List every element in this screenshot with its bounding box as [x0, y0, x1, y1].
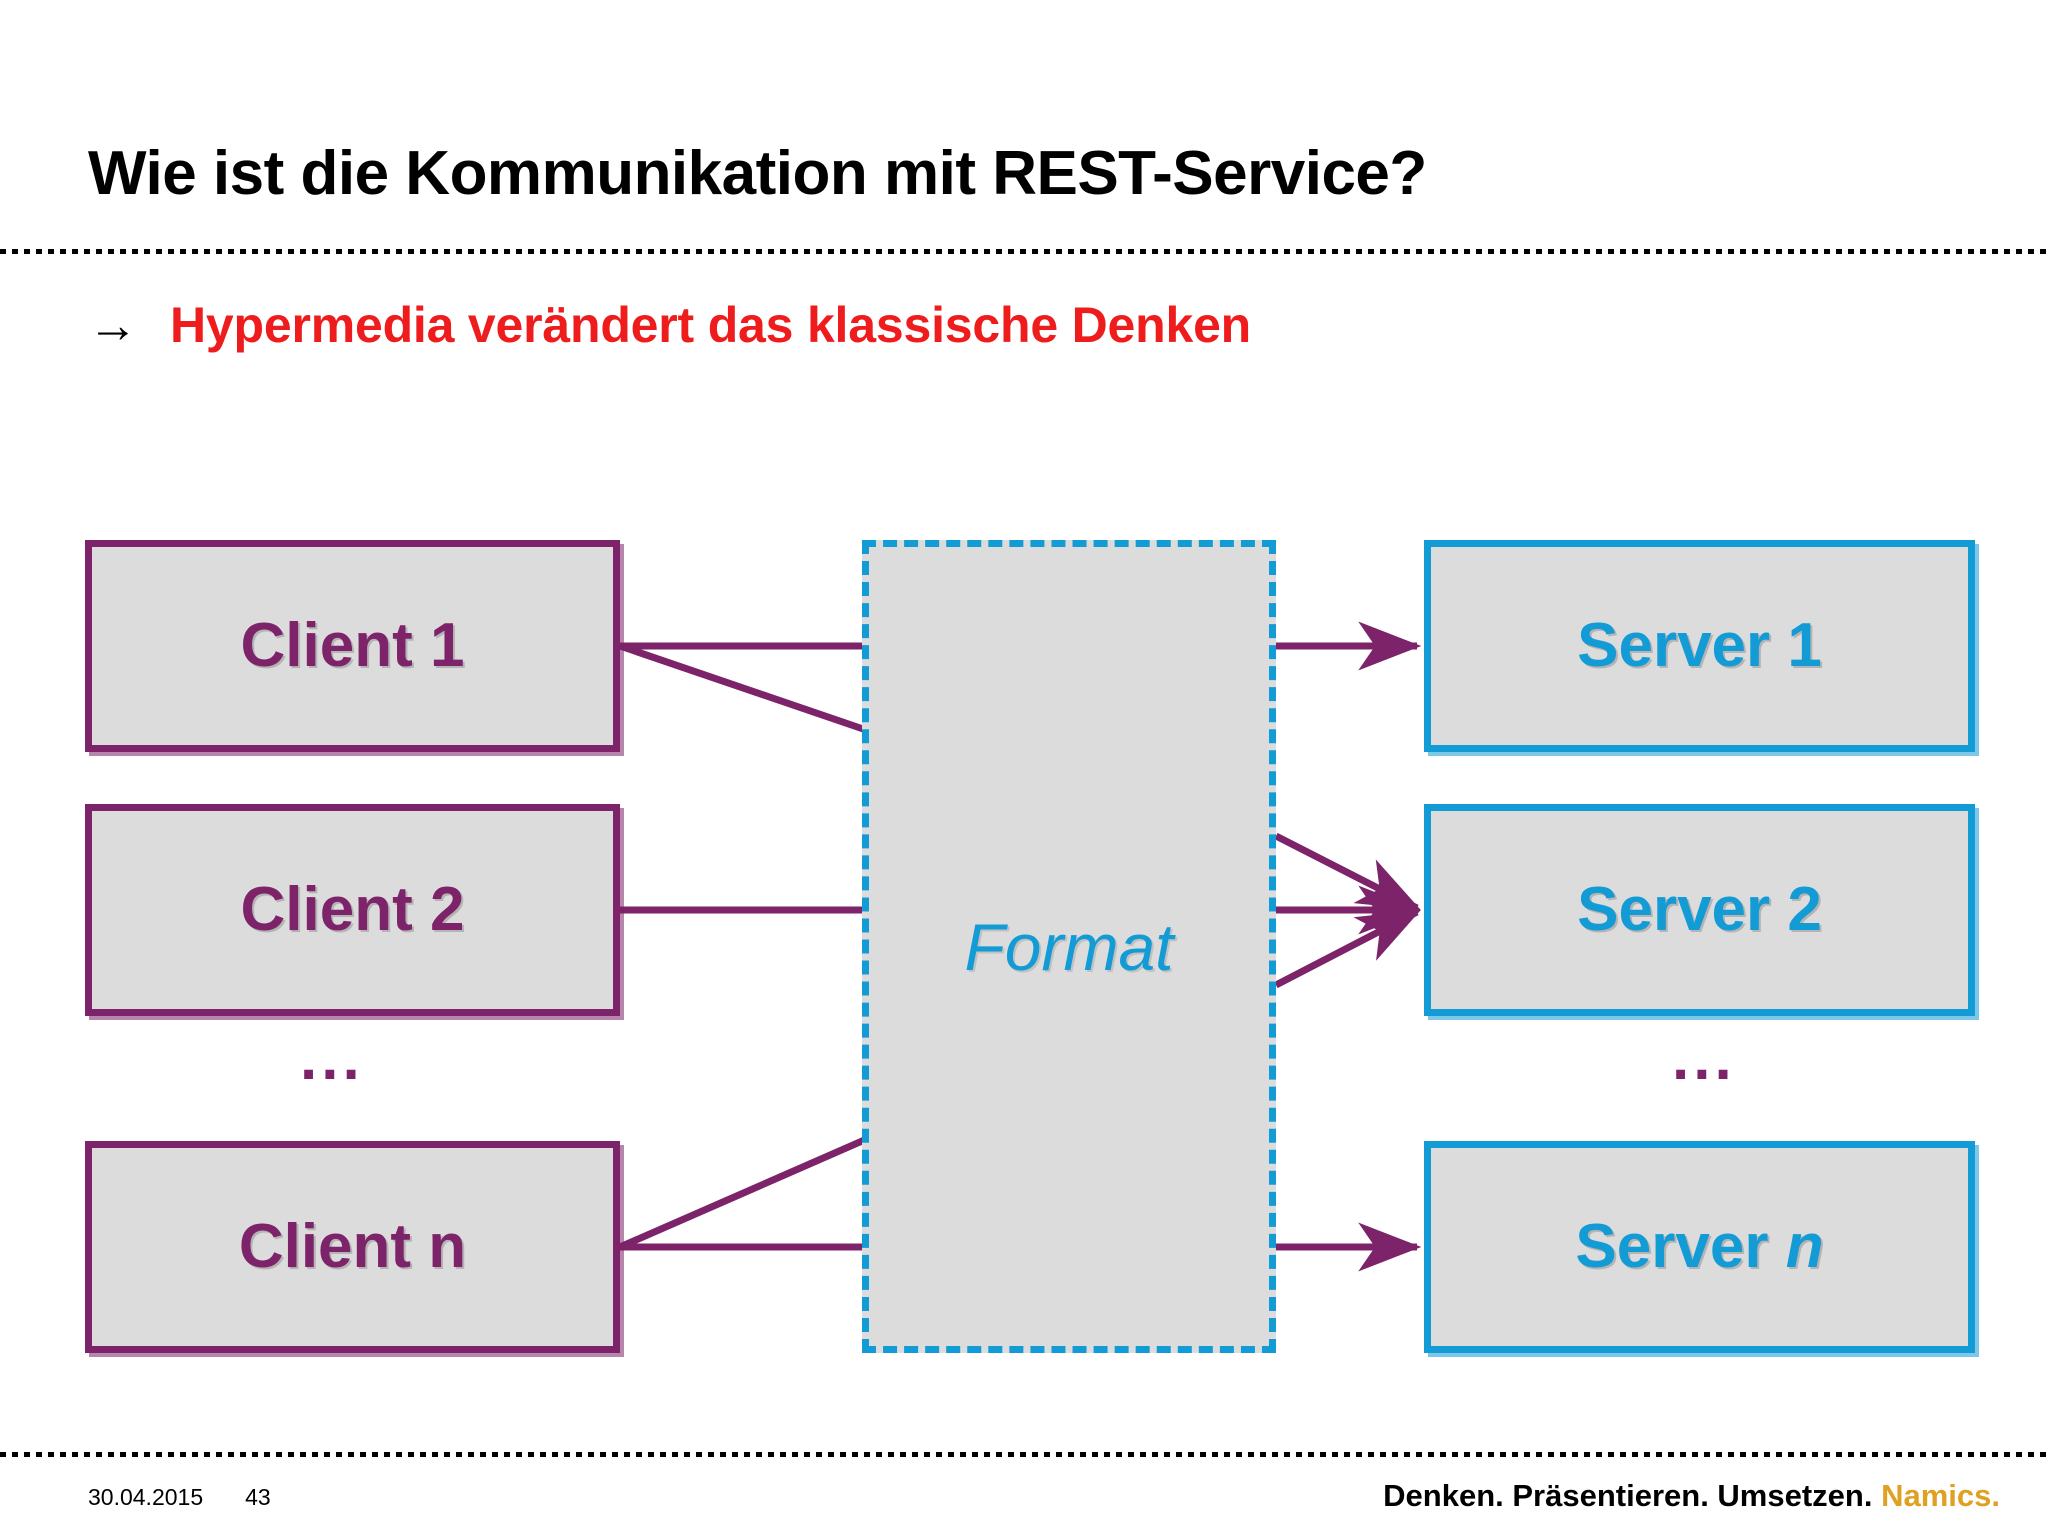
node-label-server-n-prefix: Server [1575, 1212, 1786, 1281]
node-format[interactable]: Format [862, 540, 1276, 1353]
node-client-n[interactable]: Client n [85, 1141, 620, 1353]
title-divider [0, 249, 2048, 254]
connector-format-server2-upper [1274, 832, 1421, 912]
footer-brand-namics: Namics. [1881, 1478, 2000, 1513]
footer-divider [0, 1452, 2048, 1457]
node-label-server-n-suffix: n [1785, 1212, 1824, 1281]
client-ellipsis: ... [300, 1024, 364, 1093]
connector-clientn-format-diagonal [618, 1134, 871, 1251]
node-client-1[interactable]: Client 1 [85, 540, 620, 752]
connector-format-server2-lower [1274, 908, 1421, 989]
node-label-server-n: Server n [1575, 1216, 1823, 1278]
node-server-1[interactable]: Server 1 [1424, 540, 1975, 752]
arrow-right-icon: → [88, 297, 138, 353]
node-server-n[interactable]: Server n [1424, 1141, 1975, 1353]
footer-tagline: Denken. Präsentieren. Umsetzen. [1383, 1478, 1873, 1513]
subtitle-row: → Hypermedia verändert das klassische De… [88, 296, 1251, 354]
node-label-client-n-suffix: n [428, 1212, 467, 1281]
footer-date: 30.04.2015 [88, 1484, 204, 1510]
node-client-2[interactable]: Client 2 [85, 804, 620, 1016]
node-label-client-2: Client 2 [240, 875, 465, 944]
footer-left: 30.04.2015 43 [88, 1484, 271, 1511]
subtitle-text: Hypermedia verändert das klassische Denk… [170, 297, 1252, 353]
node-label-format: Format [964, 909, 1174, 984]
node-server-2[interactable]: Server 2 [1424, 804, 1975, 1016]
node-label-server-1: Server 1 [1577, 611, 1822, 680]
server-ellipsis: ... [1672, 1024, 1736, 1093]
node-label-client-1: Client 1 [240, 611, 465, 680]
node-label-client-n-prefix: Client [238, 1212, 429, 1281]
page-title: Wie ist die Kommunikation mit REST-Servi… [88, 139, 1427, 208]
footer-page-number: 43 [245, 1484, 271, 1510]
node-label-client-n: Client n [239, 1216, 466, 1278]
connector-client1-format-diagonal [618, 642, 871, 735]
node-label-server-2: Server 2 [1577, 875, 1822, 944]
footer-right: Denken. Präsentieren. Umsetzen. Namics. [1383, 1478, 2000, 1514]
